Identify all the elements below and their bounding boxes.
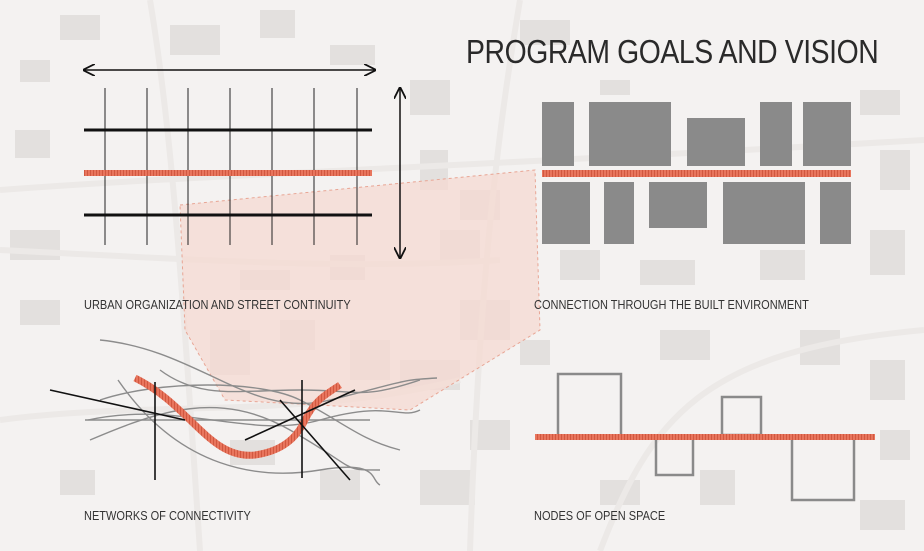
open-space-node	[654, 436, 695, 477]
open-space-node	[720, 395, 763, 437]
corridor-line	[84, 170, 372, 176]
panel-label-built-environment: CONNECTION THROUGH THE BUILT ENVIRONMENT	[534, 298, 809, 312]
built-environment-diagram	[542, 102, 851, 244]
page-title: PROGRAM GOALS AND VISION	[466, 33, 879, 70]
open-space-node	[556, 372, 623, 438]
panel-label-networks: NETWORKS OF CONNECTIVITY	[84, 509, 251, 523]
open-space-diagram	[535, 372, 875, 502]
networks-diagram	[49, 339, 438, 486]
corridor-line	[535, 434, 875, 440]
panel-label-urban-organization: URBAN ORGANIZATION AND STREET CONTINUITY	[84, 298, 351, 312]
urban-organization-diagram	[84, 70, 400, 258]
open-space-node	[790, 436, 856, 502]
panel-label-open-space: NODES OF OPEN SPACE	[534, 509, 666, 523]
corridor-line	[542, 170, 851, 177]
grid-vertical-streets	[104, 88, 358, 245]
